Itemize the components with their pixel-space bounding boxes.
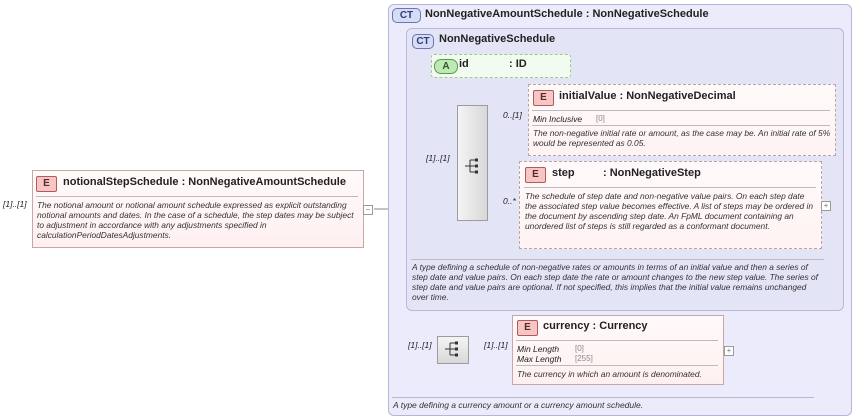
currency-doc: The currency in which an amount is denom… xyxy=(517,369,702,379)
attribute-badge: A xyxy=(434,59,458,74)
initial-value-badge: E xyxy=(533,90,554,106)
outer-type-doc: A type defining a currency amount or a c… xyxy=(393,400,644,410)
root-multiplicity: [1]..[1] xyxy=(3,199,27,209)
step-separator xyxy=(524,187,816,188)
root-element-separator xyxy=(36,196,358,197)
outer-type-separator xyxy=(392,397,814,398)
currency-element-box[interactable] xyxy=(512,315,724,385)
attribute-type: : ID xyxy=(509,58,527,70)
initial-value-element-box[interactable] xyxy=(528,84,836,156)
currency-badge: E xyxy=(517,320,538,336)
inner-sequence-multiplicity: [1]..[1] xyxy=(426,153,450,163)
sequence-icon xyxy=(465,158,478,174)
outer-sequence-multiplicity-right: [1]..[1] xyxy=(484,340,508,350)
initial-value-separator-2 xyxy=(532,125,830,126)
initial-value-doc: The non-negative initial rate or amount,… xyxy=(533,128,831,148)
outer-type-title: NonNegativeAmountSchedule : NonNegativeS… xyxy=(425,8,709,20)
step-multiplicity: 0..* xyxy=(503,196,516,206)
root-element-title: notionalStepSchedule : NonNegativeAmount… xyxy=(63,176,346,188)
step-element-box[interactable] xyxy=(519,161,822,249)
step-expand-icon[interactable]: + xyxy=(821,201,831,211)
attribute-name: id xyxy=(459,58,469,70)
currency-facet2-value: [255] xyxy=(575,354,593,363)
inner-type-doc: A type defining a schedule of non-negati… xyxy=(412,262,818,302)
currency-separator-2 xyxy=(516,365,718,366)
step-name: step xyxy=(552,167,575,179)
inner-type-title: NonNegativeSchedule xyxy=(439,33,556,45)
currency-title: currency : Currency xyxy=(543,320,648,332)
inner-type-separator xyxy=(411,259,824,260)
root-element-box[interactable] xyxy=(32,170,364,248)
initial-value-multiplicity: 0..[1] xyxy=(503,110,522,120)
currency-facet2-label: Max Length xyxy=(517,354,562,364)
outer-sequence-compositor[interactable] xyxy=(437,336,469,364)
initial-value-facet-value: [0] xyxy=(596,114,605,123)
step-badge: E xyxy=(525,167,546,183)
outer-sequence-multiplicity-left: [1]..[1] xyxy=(408,340,432,350)
initial-value-separator xyxy=(532,110,830,111)
currency-separator xyxy=(516,340,718,341)
initial-value-facet-label: Min Inclusive xyxy=(533,114,583,124)
element-badge: E xyxy=(36,176,57,192)
initial-value-title: initialValue : NonNegativeDecimal xyxy=(559,90,736,102)
collapse-toggle-icon[interactable]: − xyxy=(363,205,373,215)
outer-sequence-icon xyxy=(445,341,458,357)
inner-sequence-compositor[interactable] xyxy=(457,105,488,221)
currency-expand-icon[interactable]: + xyxy=(724,346,734,356)
currency-facet1-value: [0] xyxy=(575,344,584,353)
complex-type-badge: CT xyxy=(392,8,421,23)
currency-facet1-label: Min Length xyxy=(517,344,560,354)
step-doc: The schedule of step date and non-negati… xyxy=(525,191,814,231)
inner-complex-type-badge: CT xyxy=(412,34,434,49)
root-element-doc: The notional amount or notional amount s… xyxy=(37,200,354,240)
step-type: : NonNegativeStep xyxy=(603,167,701,179)
